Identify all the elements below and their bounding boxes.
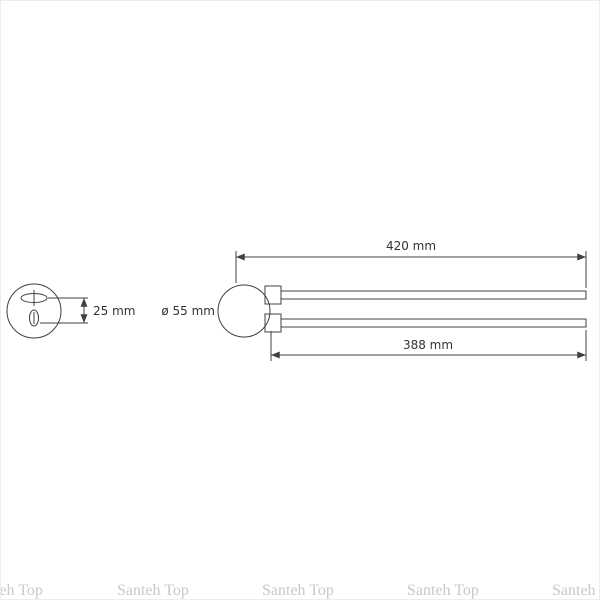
watermark: Santeh Top	[0, 582, 43, 599]
wall-plate-front-circle	[6, 283, 62, 339]
front-view: 25 mm	[6, 283, 135, 339]
dim-388mm: 388 mm	[270, 330, 587, 361]
top-bar	[280, 290, 587, 300]
watermark: Santeh Top	[262, 582, 334, 599]
dim-25mm-label: 25 mm	[93, 304, 135, 318]
watermark: Santeh Top	[117, 582, 189, 599]
dim-388mm-label: 388 mm	[403, 338, 453, 352]
dim-420mm: 420 mm	[235, 239, 587, 288]
watermark: Santeh Top	[407, 582, 479, 599]
dim-420mm-label: 420 mm	[386, 239, 436, 253]
hinge-top	[264, 285, 282, 305]
wall-plate-side-circle	[217, 284, 271, 338]
bottom-bar	[280, 318, 587, 328]
side-view: ø 55 mm 420 mm 388 mm	[161, 239, 587, 361]
dim-25mm: 25 mm	[40, 297, 135, 324]
bottom-bar-end-shape	[29, 309, 39, 327]
watermark: Santeh Top	[552, 582, 599, 599]
plate-diameter-label: ø 55 mm	[161, 304, 215, 318]
